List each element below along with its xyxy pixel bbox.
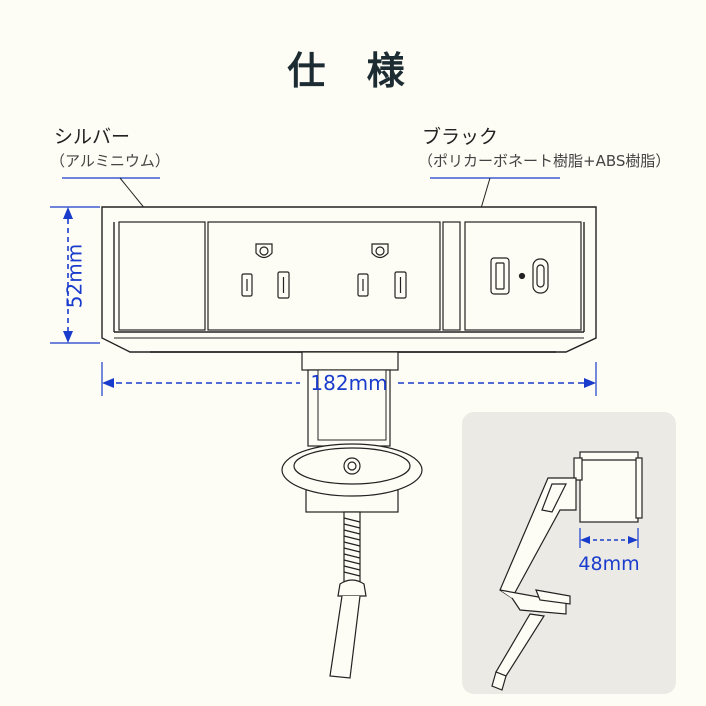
side-view-diagram	[491, 451, 643, 691]
black-label: ブラック	[422, 126, 499, 148]
usb-module	[442, 221, 582, 331]
height-dimension	[50, 206, 100, 344]
usb-a-port	[490, 257, 510, 295]
width-dimension-label: 182mm	[310, 371, 387, 395]
silver-label: シルバー	[54, 126, 131, 148]
usb-c-port	[532, 258, 549, 294]
silver-panel	[118, 221, 206, 331]
depth-dimension	[579, 528, 639, 548]
black-material-label: （ポリカーボネート樹脂+ABS樹脂）	[418, 152, 671, 170]
indicator-light	[518, 272, 526, 280]
clamp-screw	[329, 511, 367, 679]
silver-material-label: （アルミニウム）	[50, 152, 170, 170]
depth-dimension-label: 48mm	[578, 553, 639, 575]
ac-outlet-right	[357, 243, 407, 299]
ac-outlet-left	[241, 243, 290, 299]
clamp-base	[281, 443, 423, 513]
clamp-pole	[301, 351, 399, 447]
ac-outlet-module	[207, 221, 441, 331]
height-dimension-label: 52mm	[63, 244, 87, 308]
page-title: 仕 様	[287, 49, 419, 93]
width-dimension	[101, 362, 597, 396]
